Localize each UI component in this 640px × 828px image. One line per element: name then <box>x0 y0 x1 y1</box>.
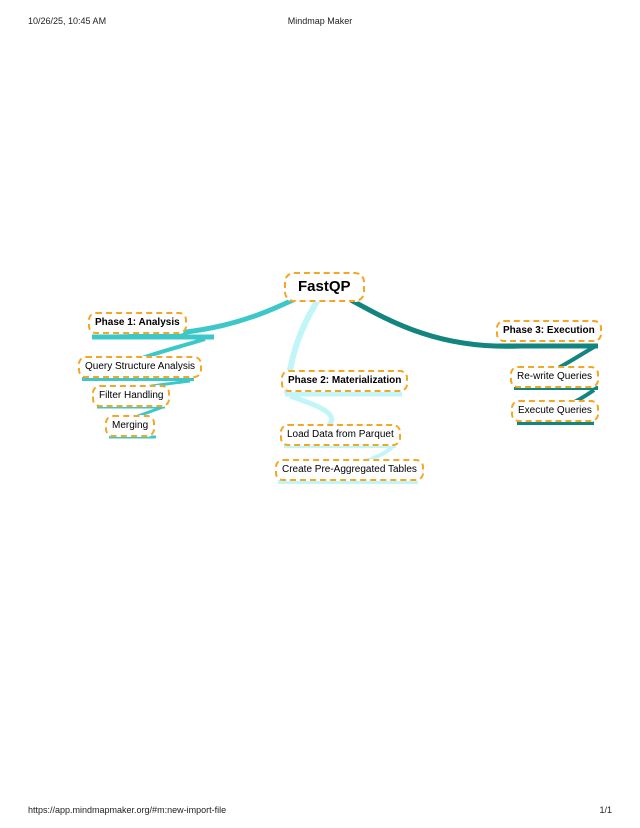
print-url: https://app.mindmapmaker.org/#m:new-impo… <box>28 805 227 815</box>
node-query-structure-analysis[interactable]: Query Structure Analysis <box>78 356 203 378</box>
node-merging[interactable]: Merging <box>105 415 156 437</box>
connector-root-phase3 <box>336 290 521 349</box>
print-datetime: 10/26/25, 10:45 AM <box>28 16 107 26</box>
branch-phase-3-execution[interactable]: Phase 3: Execution <box>496 320 602 342</box>
node-re-write-queries[interactable]: Re-write Queries <box>510 366 600 388</box>
node-load-data-from-parquet[interactable]: Load Data from Parquet <box>280 424 401 446</box>
node-execute-queries[interactable]: Execute Queries <box>511 400 599 422</box>
node-create-pre-aggregated-tables[interactable]: Create Pre-Aggregated Tables <box>275 459 424 481</box>
print-page-number: 1/1 <box>599 805 612 815</box>
print-page-title: Mindmap Maker <box>287 16 353 26</box>
branch-phase-2-materialization[interactable]: Phase 2: Materialization <box>281 370 409 392</box>
node-filter-handling[interactable]: Filter Handling <box>92 385 171 407</box>
root-node-fastqp[interactable]: FastQP <box>284 272 365 302</box>
branch-phase-1-analysis[interactable]: Phase 1: Analysis <box>88 312 187 334</box>
